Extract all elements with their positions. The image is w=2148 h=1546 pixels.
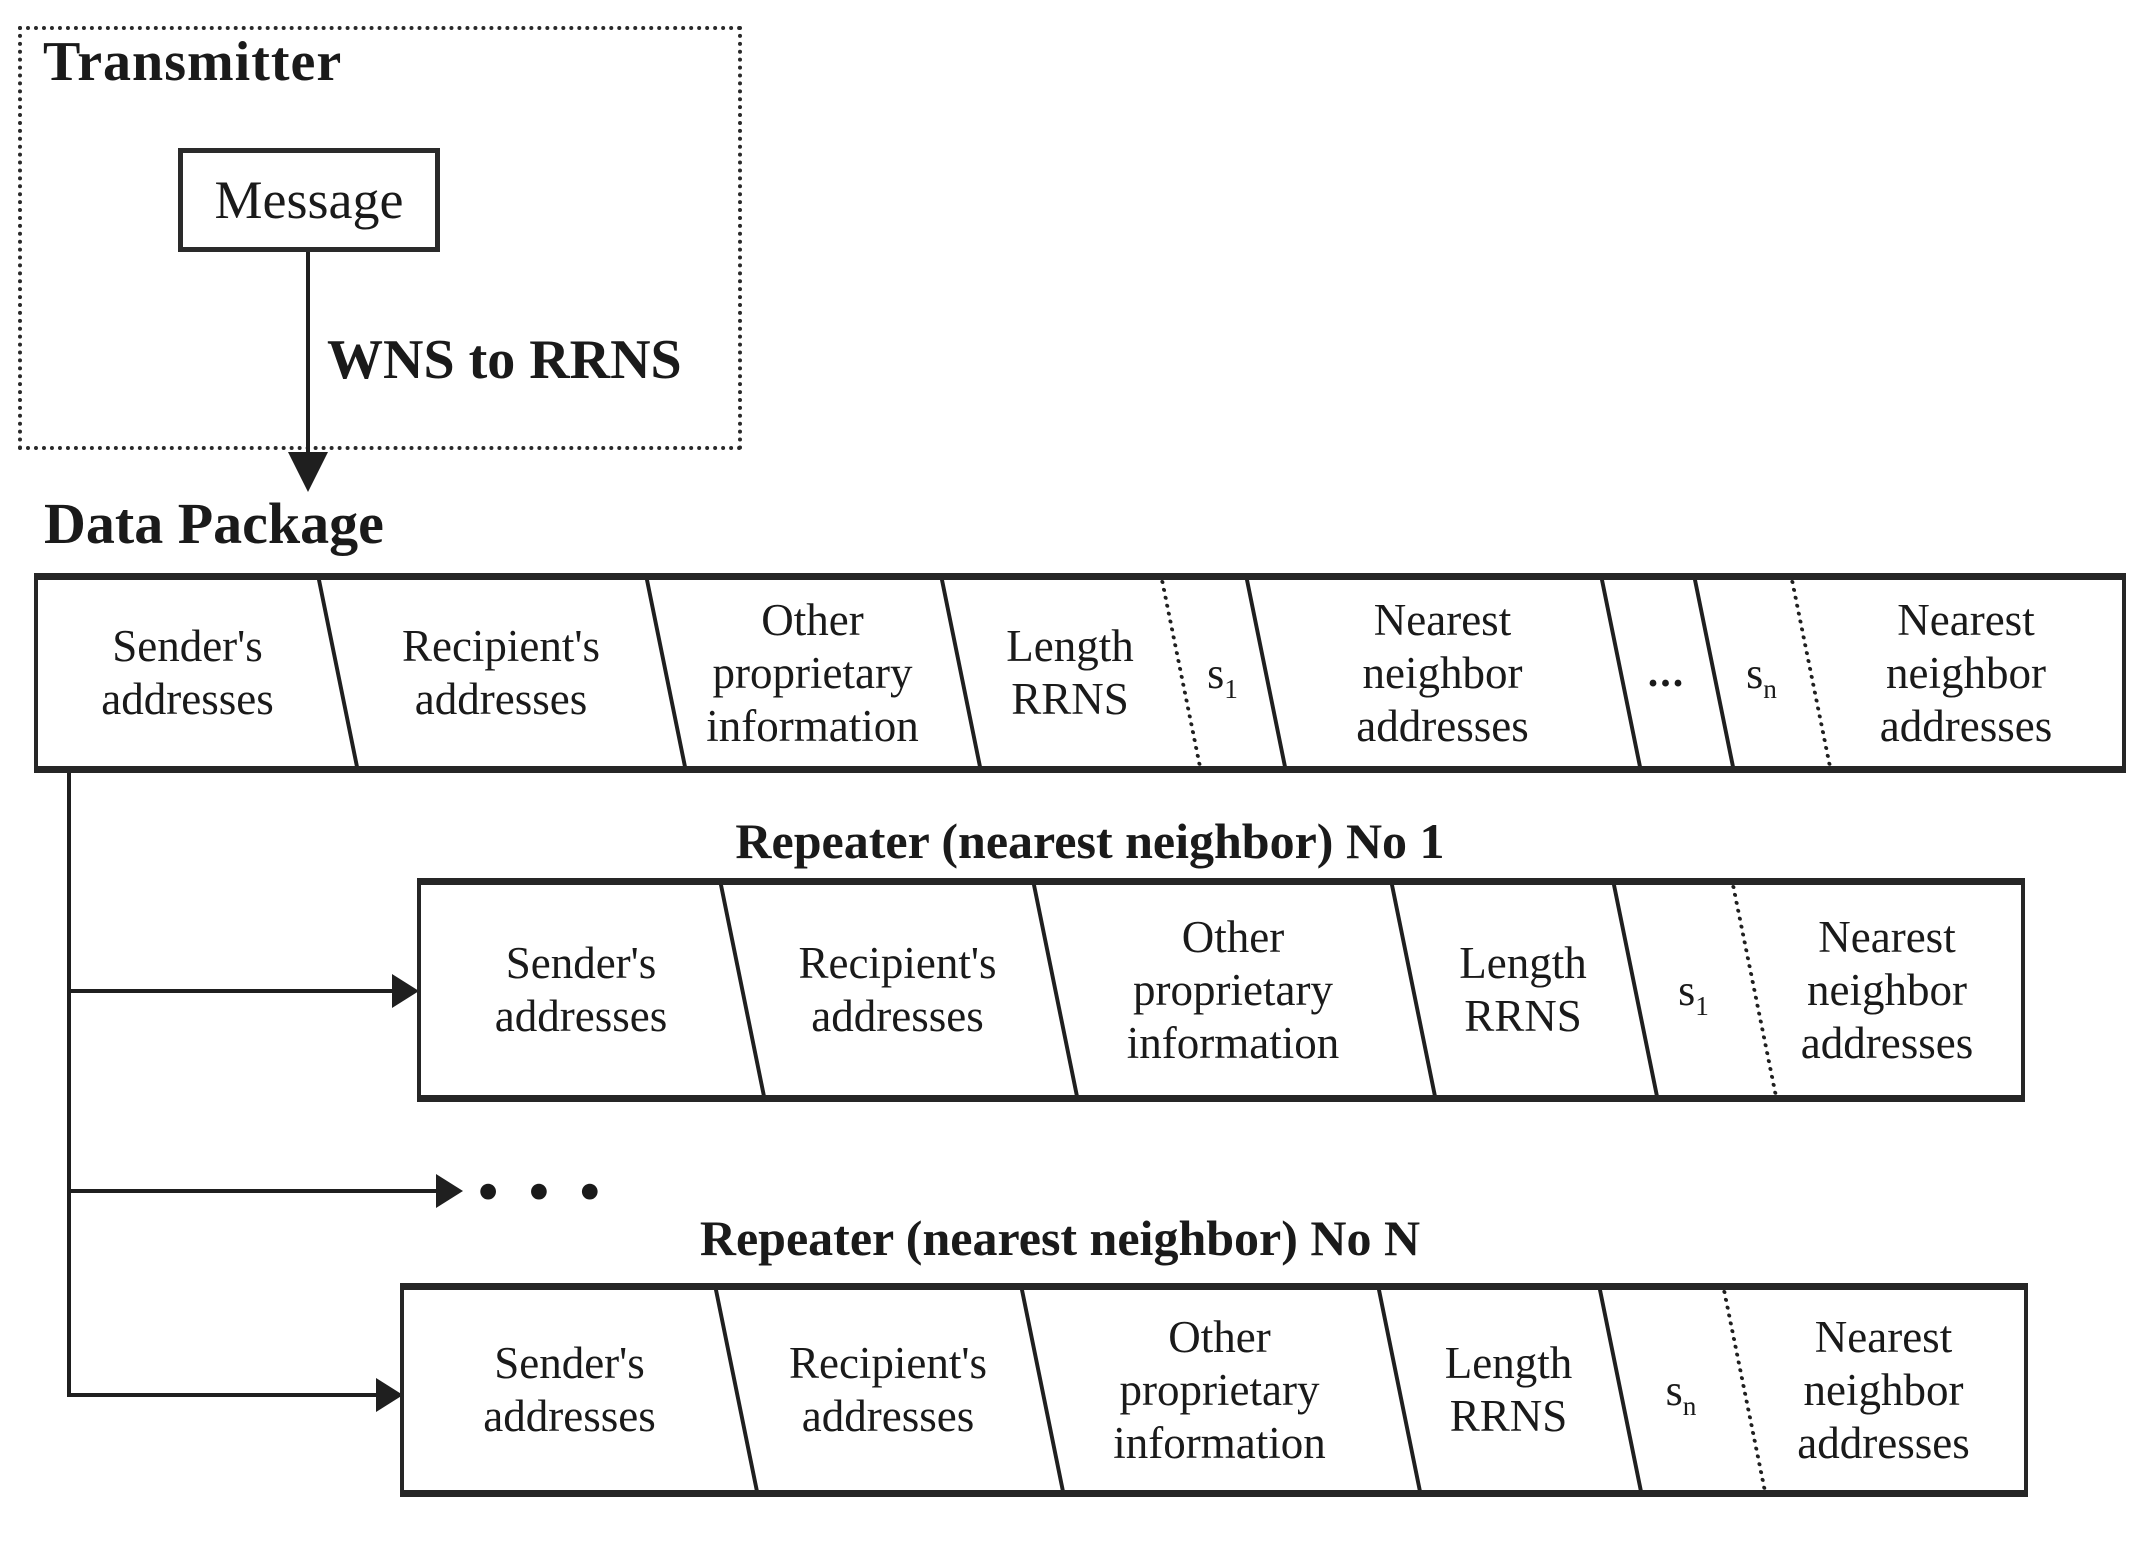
segment-line: Recipient's	[798, 938, 997, 988]
segment-line: Nearest	[1897, 594, 2035, 645]
segment-other-proprietary-information: Other proprietary information	[665, 580, 960, 766]
sn-symbol: sn	[1665, 1365, 1697, 1421]
data-package-box: Sender's addresses Recipient's addresses…	[34, 573, 2126, 773]
segment-nearest-neighbor-addresses: Nearest neighbor addresses	[1743, 1290, 2024, 1490]
message-arrow-line	[306, 252, 310, 458]
segment-line: addresses	[1879, 700, 2053, 751]
segment-line: Sender's	[494, 1338, 645, 1388]
segment-line: neighbor	[1362, 647, 1523, 698]
message-arrow-head-icon	[288, 452, 328, 492]
segment-line: Length	[1006, 621, 1134, 671]
segment-line: RRNS	[1464, 991, 1582, 1041]
segment-nearest-neighbor-addresses: Nearest neighbor addresses	[1753, 885, 2021, 1095]
connector-arrow1-line	[67, 989, 393, 993]
segment-line: Nearest	[1818, 911, 1956, 962]
repeater1-title: Repeater (nearest neighbor) No 1	[735, 813, 1445, 869]
segment-s1: s1	[1180, 580, 1265, 766]
s1-symbol: s1	[1678, 965, 1709, 1021]
arrow2-head-icon	[436, 1174, 463, 1208]
segment-line: Nearest	[1814, 1311, 1953, 1362]
segment-senders-addresses: Sender's addresses	[421, 885, 741, 1095]
wns-to-rrns-label: WNS to RRNS	[327, 329, 682, 391]
segment-recipients-addresses: Recipient's addresses	[735, 1290, 1041, 1490]
segment-line: Other	[1168, 1311, 1271, 1362]
segment-line: addresses	[414, 674, 588, 724]
segment-line: addresses	[801, 1391, 975, 1441]
repeaterN-box: Sender's addresses Recipient's addresses…	[400, 1283, 2028, 1497]
segment-line: information	[706, 700, 919, 751]
segment-line: addresses	[483, 1391, 656, 1441]
segment-other-proprietary-information: Other proprietary information	[1054, 885, 1412, 1095]
segment-line: Nearest	[1373, 594, 1512, 645]
segment-line: Other	[761, 594, 864, 645]
segment-line: addresses	[494, 991, 668, 1041]
s1-symbol: s1	[1207, 648, 1238, 704]
segment-sn: sn	[1619, 1290, 1743, 1490]
segment-line: information	[1113, 1417, 1326, 1468]
segment-length-rrns: Length RRNS	[960, 580, 1180, 766]
segment-s1: s1	[1634, 885, 1753, 1095]
arrow1-head-icon	[392, 974, 419, 1008]
segment-line: Recipient's	[788, 1338, 988, 1388]
segment-line: addresses	[1356, 700, 1529, 751]
segment-line: Sender's	[112, 621, 263, 671]
segment-recipients-addresses: Recipient's addresses	[741, 885, 1054, 1095]
segment-senders-addresses: Sender's addresses	[38, 580, 337, 766]
segment-other-proprietary-information: Other proprietary information	[1041, 1290, 1398, 1490]
segment-line: addresses	[1797, 1417, 1970, 1468]
segment-line: neighbor	[1886, 647, 2046, 698]
arrow3-head-icon	[376, 1378, 403, 1412]
sn-symbol: sn	[1746, 648, 1777, 704]
segment-sn: sn	[1713, 580, 1810, 766]
connector-arrow2-line	[67, 1189, 437, 1193]
segment-length-rrns: Length RRNS	[1398, 1290, 1619, 1490]
transmitter-box	[18, 26, 742, 450]
segment-line: Recipient's	[401, 621, 601, 671]
segment-line: addresses	[1800, 1017, 1974, 1068]
segment-ellipsis: ...	[1620, 580, 1713, 766]
repeater1-box: Sender's addresses Recipient's addresses…	[417, 878, 2025, 1102]
transmitter-label: Transmitter	[43, 31, 343, 93]
segment-line: Other	[1181, 911, 1285, 962]
repeaterN-title: Repeater (nearest neighbor) No N	[699, 1210, 1421, 1266]
message-label: Message	[214, 170, 404, 230]
segment-nearest-neighbor-addresses-1: Nearest neighbor addresses	[1265, 580, 1620, 766]
repeater-ellipsis: • • •	[478, 1159, 608, 1224]
segment-line: Length	[1444, 1338, 1573, 1388]
connector-vertical-line	[67, 773, 71, 1397]
segment-line: RRNS	[1449, 1391, 1568, 1441]
segment-line: addresses	[811, 991, 984, 1041]
segment-line: RRNS	[1011, 674, 1129, 724]
segment-line: information	[1126, 1017, 1340, 1068]
segment-recipients-addresses: Recipient's addresses	[337, 580, 665, 766]
segment-line: Length	[1459, 938, 1587, 988]
segment-line: neighbor	[1807, 964, 1967, 1015]
segment-line: proprietary	[1119, 1364, 1320, 1415]
segment-nearest-neighbor-addresses-2: Nearest neighbor addresses	[1810, 580, 2122, 766]
segment-line: Sender's	[505, 938, 657, 988]
segment-senders-addresses: Sender's addresses	[404, 1290, 735, 1490]
connector-arrow3-line	[67, 1393, 377, 1397]
segment-length-rrns: Length RRNS	[1412, 885, 1634, 1095]
segment-line: ...	[1647, 649, 1686, 696]
segment-line: proprietary	[712, 647, 913, 698]
message-box: Message	[178, 148, 440, 252]
segment-line: neighbor	[1803, 1364, 1964, 1415]
data-package-label: Data Package	[44, 491, 384, 556]
segment-line: addresses	[101, 674, 274, 724]
segment-line: proprietary	[1133, 964, 1333, 1015]
